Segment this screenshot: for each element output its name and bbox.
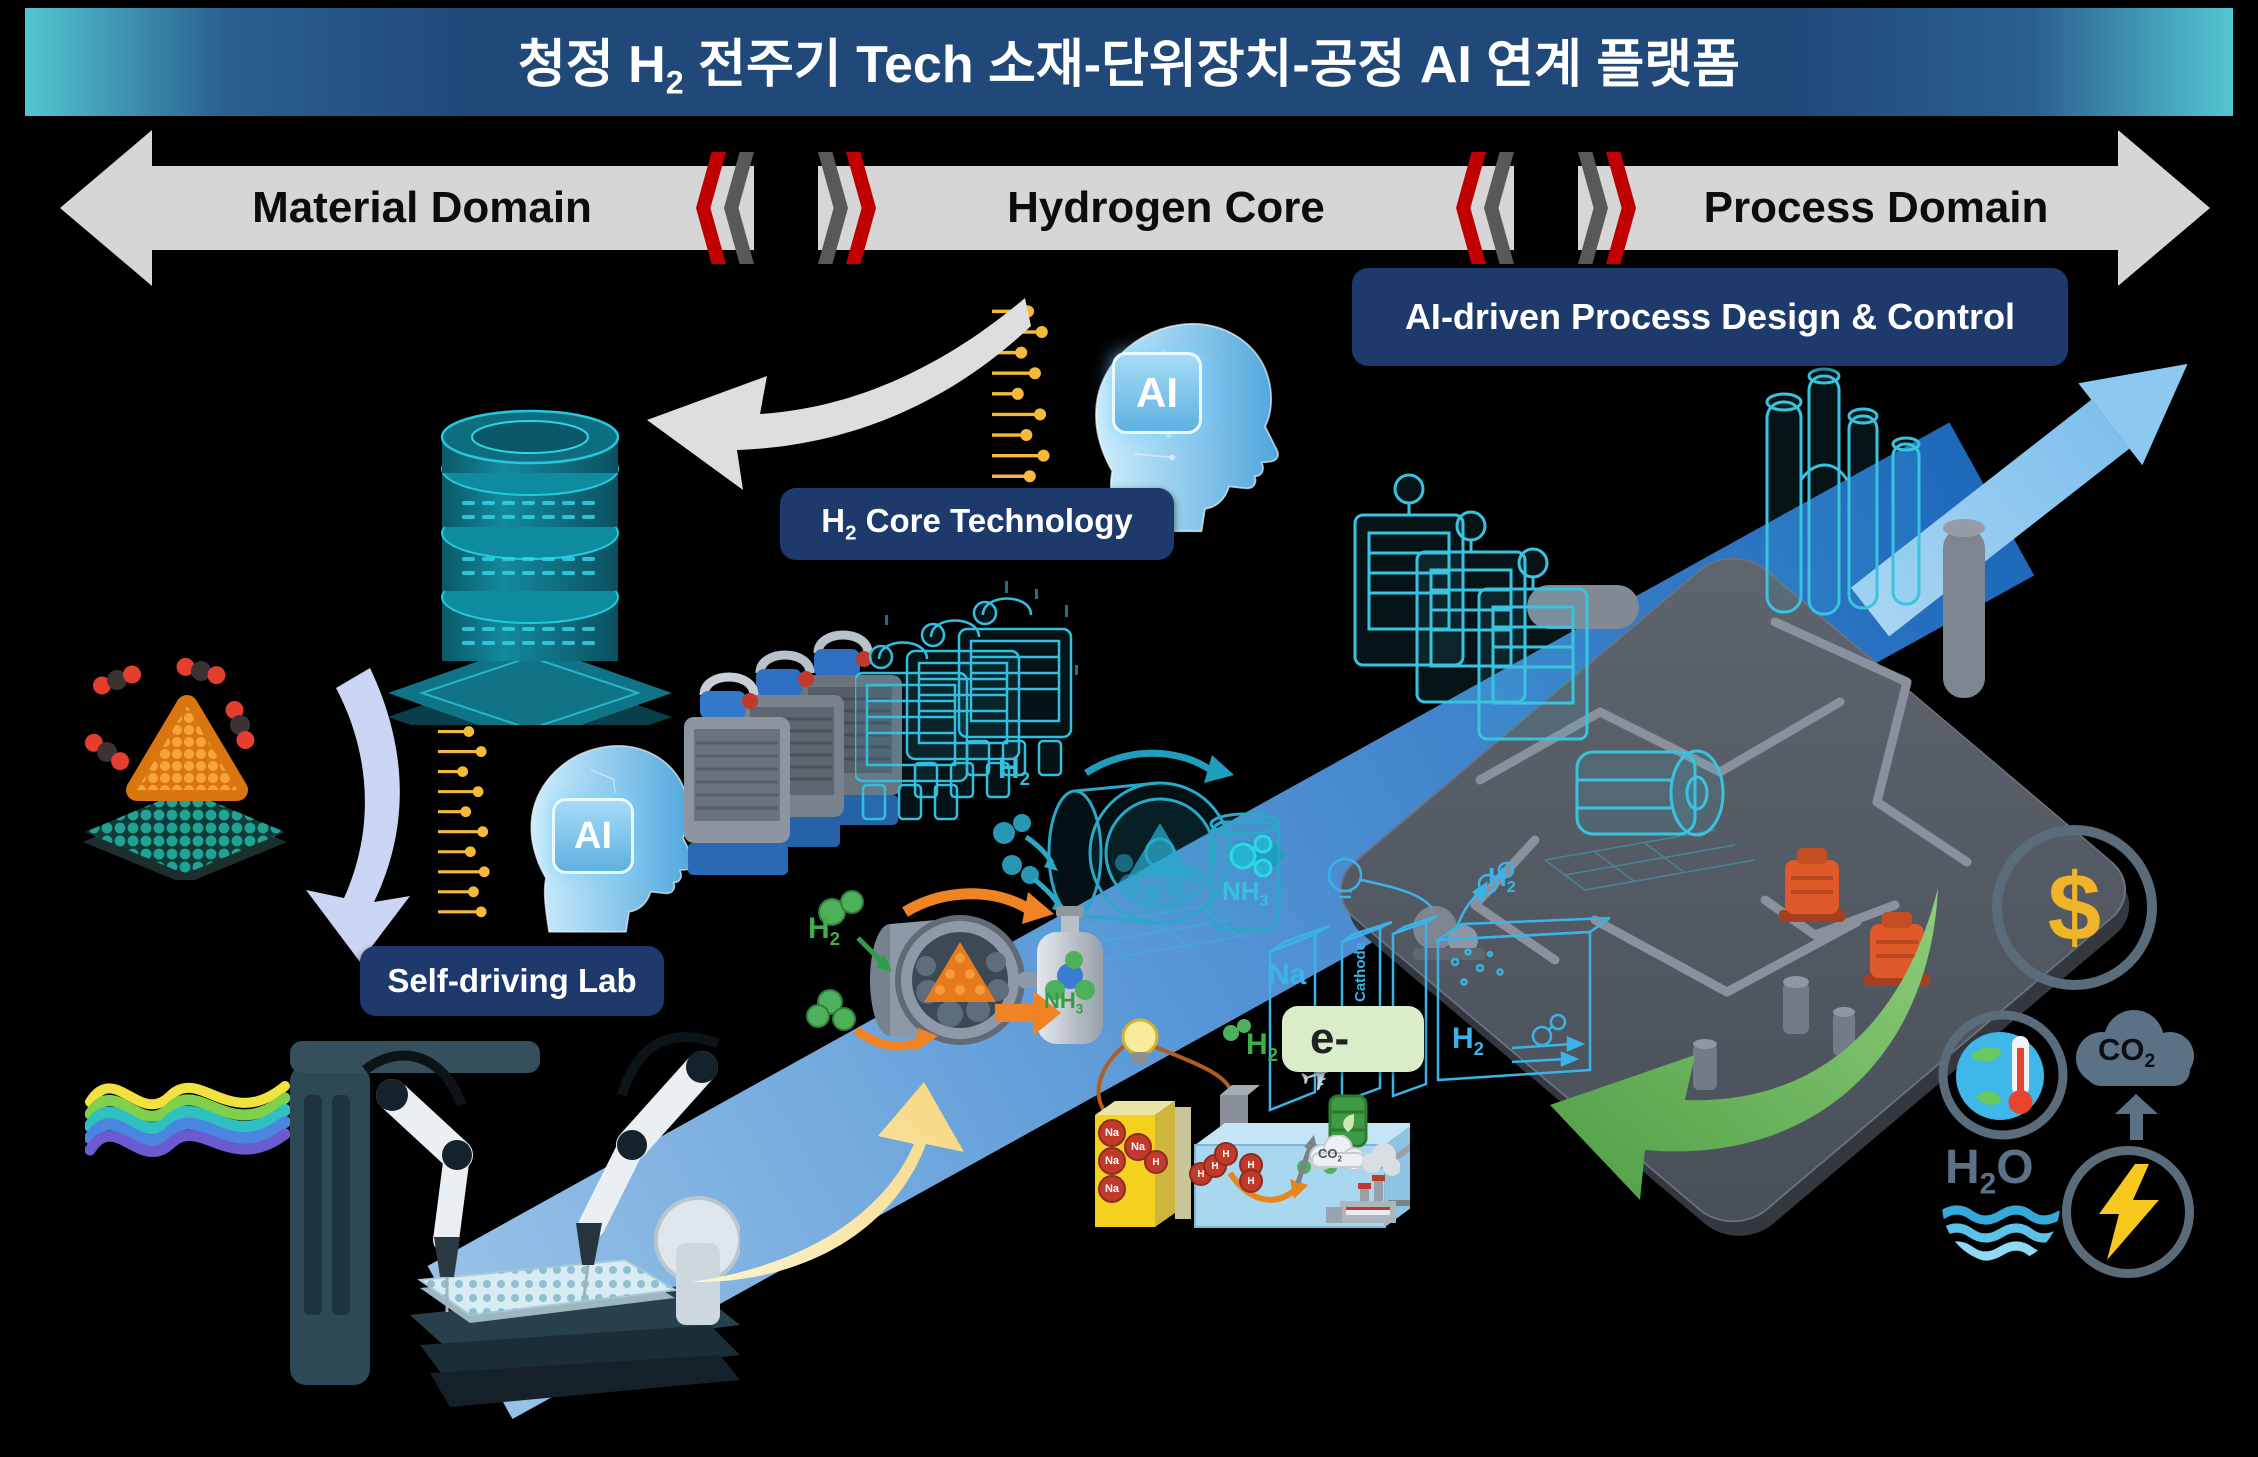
co2-small-label: CO2 bbox=[1318, 1146, 1342, 1164]
na-ion-chip: Na bbox=[1098, 1175, 1126, 1203]
electron-label-box: e- bbox=[1282, 1006, 1424, 1072]
green-recycle-arrow-icon bbox=[1550, 888, 1938, 1200]
dollar-sign: $ bbox=[2047, 853, 2102, 961]
co2-cloud-label: CO2 bbox=[2098, 1032, 2156, 1073]
h2-sketch-label: H2 bbox=[1488, 862, 1516, 897]
arrow-body bbox=[148, 166, 2122, 250]
arrow-mill-to-bottle-icon bbox=[995, 990, 1061, 1036]
cathode-label: Cathode bbox=[1352, 942, 1369, 1002]
database-icon bbox=[388, 409, 672, 725]
ball-mill-drum bbox=[806, 888, 1054, 1052]
ai-chip-label: AI bbox=[552, 798, 634, 874]
arrow-right-head bbox=[2118, 130, 2210, 286]
h2o-label: H2O bbox=[1945, 1141, 2034, 1201]
na-ion-chip: Na bbox=[1098, 1119, 1126, 1147]
global-warming-icon bbox=[1938, 1010, 2068, 1140]
na-ion-chip: Na bbox=[1124, 1133, 1152, 1161]
domain-arrow-banner: Material Domain Hydrogen Core Process Do… bbox=[60, 130, 2210, 286]
label-process-domain: Process Domain bbox=[1703, 183, 2049, 232]
co2-factory-icon bbox=[1309, 1135, 1400, 1223]
h-ion-chip: H bbox=[1239, 1169, 1263, 1193]
hologram-nh3-tank bbox=[1209, 812, 1281, 932]
callout-h2-core: H2 Core Technology bbox=[780, 488, 1174, 560]
label-material-domain: Material Domain bbox=[252, 183, 592, 232]
lightning-bolt-icon bbox=[2099, 1164, 2159, 1260]
h2-hologram-label: H2 bbox=[998, 752, 1031, 789]
arrow-lab-to-core-icon bbox=[690, 1082, 964, 1283]
hologram-mill-drum bbox=[993, 749, 1286, 966]
process-plant-board bbox=[1295, 360, 2175, 1275]
arrow-database-to-lab-icon bbox=[306, 668, 410, 962]
plant-equipment bbox=[1353, 367, 1985, 1090]
na-label: Na bbox=[1268, 958, 1307, 991]
nh3-hologram-label: NH3 bbox=[1222, 876, 1269, 911]
h2-molecule-icon bbox=[1223, 1019, 1251, 1041]
label-hydrogen-core: Hydrogen Core bbox=[1007, 183, 1325, 232]
h-ion-chip: H bbox=[1214, 1142, 1238, 1166]
h2-cell-green-label: H2 bbox=[1246, 1028, 1279, 1065]
co2-emission-icon bbox=[2076, 1010, 2194, 1140]
h2-green-label: H2 bbox=[808, 912, 841, 949]
arrow-ai-to-database-icon bbox=[647, 298, 1031, 490]
nh3-bottle-label: NH3 bbox=[1044, 988, 1084, 1017]
arrow-gap bbox=[1514, 156, 1578, 260]
catalyst-nanoparticle-icon bbox=[83, 657, 287, 880]
robot-lab bbox=[290, 1032, 740, 1407]
arrow-left-head bbox=[60, 130, 152, 286]
cost-icon: $ bbox=[1992, 825, 2157, 990]
na-ion-chip: Na bbox=[1098, 1147, 1126, 1175]
arrow-gap bbox=[754, 156, 818, 260]
page-title-banner: 청정 H2 전주기 Tech 소재-단위장치-공정 AI 연계 플랫폼 bbox=[25, 8, 2233, 116]
ai-chip-label: AI bbox=[1112, 352, 1202, 434]
callout-ai-process: AI-driven Process Design & Control bbox=[1352, 268, 2068, 366]
surface-plot-icon bbox=[85, 1081, 291, 1157]
hologram-electrolyzer-stack bbox=[855, 581, 1078, 821]
biofuel-barrel-icon bbox=[1328, 1094, 1368, 1148]
energy-icon bbox=[2062, 1146, 2194, 1278]
page-title: 청정 H2 전주기 Tech 소재-단위장치-공정 AI 연계 플랫폼 bbox=[518, 36, 1740, 101]
electrolyzer-stack bbox=[684, 630, 902, 875]
h-ion-chip: H bbox=[1144, 1150, 1168, 1174]
callout-self-driving-lab: Self-driving Lab bbox=[360, 946, 664, 1016]
h2-sketch-label: H2 bbox=[1452, 1022, 1485, 1059]
